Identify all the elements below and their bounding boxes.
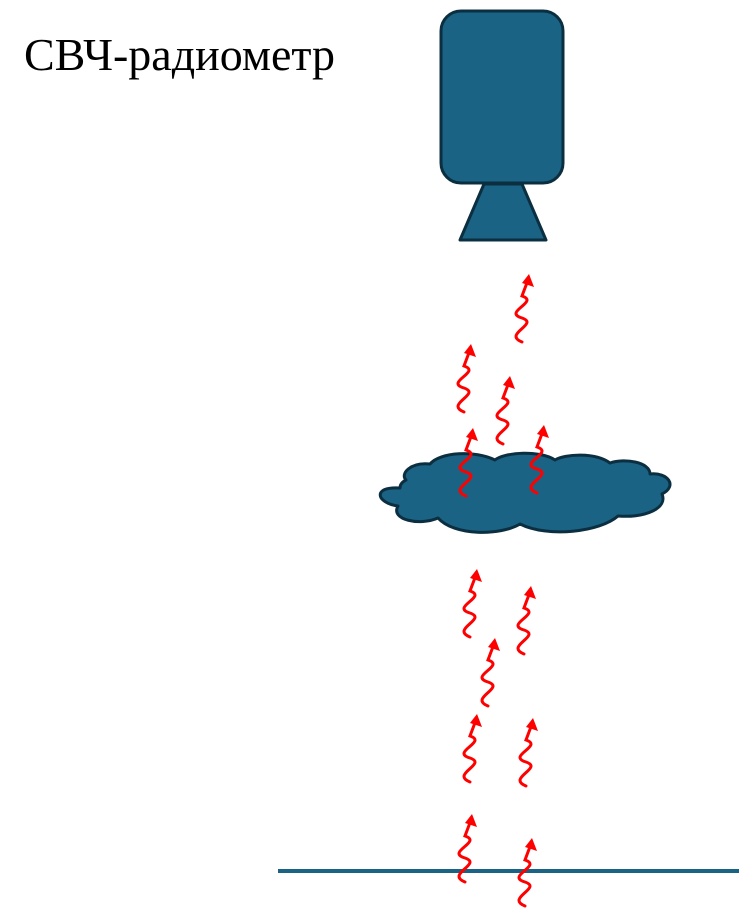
- radiation-wave-5: [529, 429, 545, 495]
- radiometer-body: [439, 9, 565, 185]
- radiation-arrowhead-3: [503, 376, 515, 389]
- radiation-arrowhead-2: [464, 344, 476, 357]
- radiation-arrowhead-7: [524, 586, 536, 599]
- radiometer-label: СВЧ-радиометр: [24, 29, 336, 80]
- radiation-wave-2: [456, 348, 472, 414]
- cloud-icon: [378, 451, 672, 534]
- radiation-wave-1: [514, 278, 530, 344]
- radiation-wave-10: [518, 722, 534, 788]
- radiation-arrowhead-10: [526, 718, 538, 731]
- radiation-arrowhead-6: [470, 569, 482, 582]
- radiation-arrowhead-12: [525, 838, 537, 851]
- radiometer-antenna-horn: [458, 182, 548, 242]
- radiation-arrowhead-9: [470, 714, 482, 727]
- radiation-wave-4: [458, 432, 474, 498]
- radiation-wave-7: [516, 590, 532, 656]
- radiation-wave-11: [457, 818, 473, 884]
- radiation-wave-12: [517, 842, 533, 908]
- radiation-wave-8: [480, 642, 496, 708]
- radiation-arrowhead-5: [537, 425, 549, 438]
- radiation-wave-9: [462, 718, 478, 784]
- radiation-arrowhead-1: [522, 274, 534, 287]
- radiation-wave-3: [495, 380, 511, 446]
- radiation-arrowhead-8: [488, 638, 500, 651]
- radiometer-icon: [439, 9, 565, 242]
- radiation-wave-6: [462, 573, 478, 639]
- radiation-arrowhead-11: [465, 814, 477, 827]
- radiation-arrowhead-4: [466, 428, 478, 441]
- radiation-waves: [456, 274, 549, 908]
